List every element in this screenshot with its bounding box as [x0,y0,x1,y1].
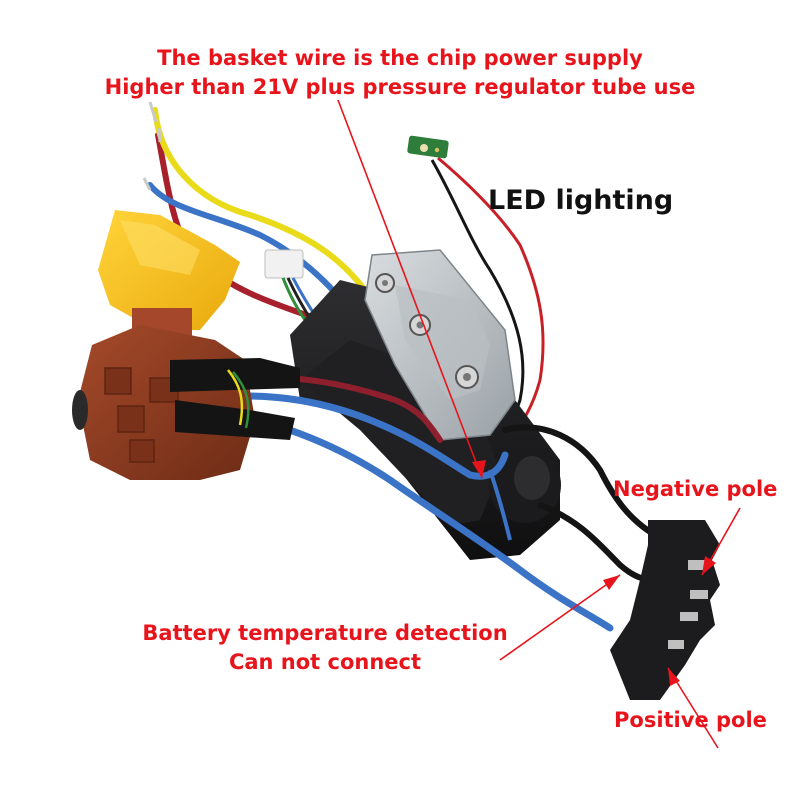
positive-pole-label: Positive pole [614,708,767,732]
negative-pole-label: Negative pole [613,477,778,501]
chip-power-caption: The basket wire is the chip power supply… [0,44,800,102]
battery-temperature-caption: Battery temperature detection Can not co… [130,619,520,677]
battery-temperature-line2: Can not connect [228,650,422,674]
trigger-switch [72,210,300,480]
battery-temperature-line1: Battery temperature detection [142,621,508,645]
annotation-arrows [337,99,741,749]
led-lighting-label: LED lighting [488,185,674,216]
battery-terminal [610,520,720,700]
chip-power-caption-line2: Higher than 21V plus pressure regulator … [104,75,696,99]
white-connector [264,249,320,323]
chip-power-caption-line1: The basket wire is the chip power supply [157,46,643,70]
